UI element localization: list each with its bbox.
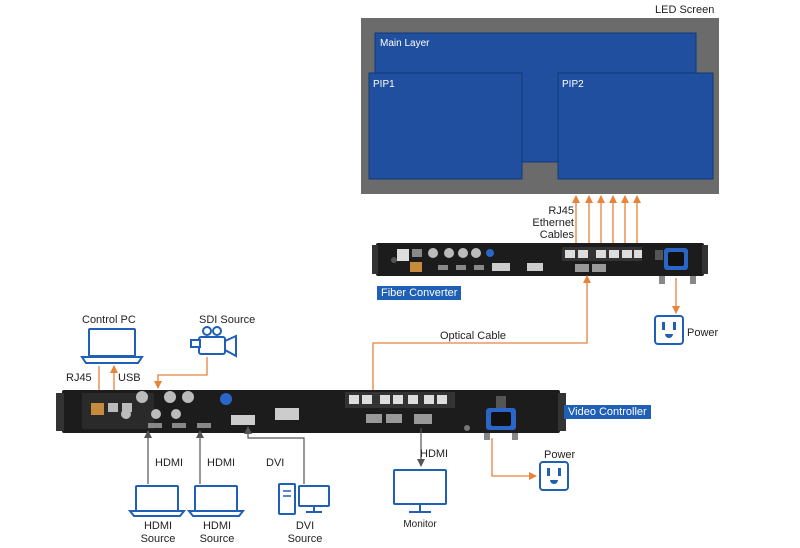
led-screen-title: LED Screen — [655, 4, 715, 16]
dvi-source-label-line1: DVI — [295, 520, 315, 532]
optical-cable — [372, 275, 591, 397]
hdmi-cable-label-2: HDMI — [207, 457, 236, 469]
led-screen — [361, 18, 719, 194]
pip2-layer — [557, 72, 714, 180]
hdmi-source-1-label-line1: HDMI — [143, 520, 173, 532]
video-controller-power-arrow — [491, 438, 537, 480]
monitor-label: Monitor — [403, 519, 437, 530]
rj45-label: RJ45 — [66, 372, 92, 384]
sdi-cable — [154, 357, 208, 389]
rj45-ethernet-label-line1: RJ45 — [548, 205, 574, 217]
dvi-cable-label: DVI — [266, 457, 285, 469]
ethernet-cable-arrows — [572, 195, 641, 246]
video-controller-device — [56, 390, 566, 440]
hdmi-source-laptop-1-icon — [127, 485, 187, 517]
power-outlet-bottom-icon — [539, 461, 569, 491]
input-cables — [144, 426, 305, 484]
hdmi-cable-label-1: HDMI — [155, 457, 184, 469]
desktop-pc-icon — [278, 483, 330, 515]
hdmi-source-2-label-line2: Source — [199, 533, 235, 545]
usb-label: USB — [118, 372, 141, 384]
optical-cable-label: Optical Cable — [440, 330, 507, 342]
pip2-label: PIP2 — [562, 79, 584, 90]
hdmi-monitor-cable-label: HDMI — [420, 448, 449, 460]
power-outlet-top-icon — [654, 315, 684, 345]
pip1-layer — [368, 72, 523, 180]
fiber-converter-device — [372, 243, 708, 284]
hdmi-source-laptop-2-icon — [186, 485, 246, 517]
monitor-icon — [393, 469, 447, 513]
rj45-ethernet-label-line3: Cables — [539, 229, 574, 241]
power-bottom-label: Power — [544, 449, 576, 461]
control-pc-label: Control PC — [82, 314, 136, 326]
dvi-source-label-line2: Source — [287, 533, 323, 545]
camera-icon — [190, 326, 237, 358]
hdmi-source-1-label-line2: Source — [140, 533, 176, 545]
hdmi-source-2-label-line1: HDMI — [202, 520, 232, 532]
pip1-label: PIP1 — [373, 79, 395, 90]
laptop-icon — [80, 328, 144, 364]
rj45-ethernet-label-line2: Ethernet — [532, 217, 574, 229]
fiber-converter-label: Fiber Converter — [377, 286, 462, 300]
sdi-source-label: SDI Source — [199, 314, 256, 326]
main-layer-label: Main Layer — [380, 38, 430, 49]
video-controller-label: Video Controller — [564, 405, 651, 419]
power-top-label: Power — [687, 327, 719, 339]
